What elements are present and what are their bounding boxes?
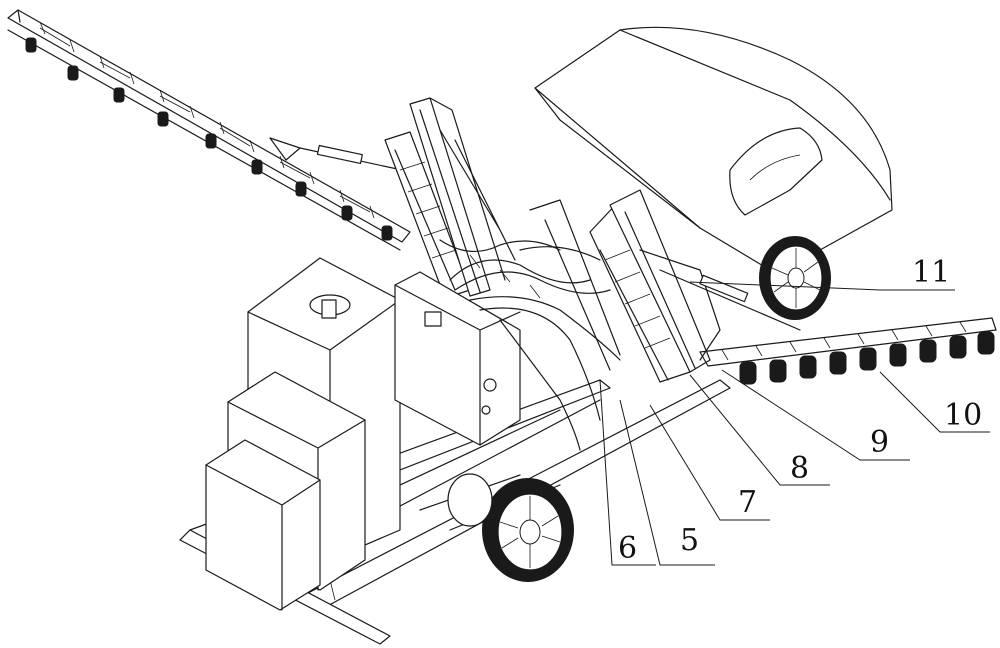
callout-11: 11 xyxy=(912,255,950,290)
left-boom-nozzles xyxy=(26,38,392,240)
callout-10: 10 xyxy=(944,398,982,433)
pump-housing xyxy=(395,272,520,445)
left-lift-mast xyxy=(385,98,515,298)
callout-5: 5 xyxy=(680,523,699,558)
cab-wheel xyxy=(759,236,831,320)
tractor-cab xyxy=(535,27,892,320)
callout-6: 6 xyxy=(618,531,637,566)
callout-7: 7 xyxy=(738,485,757,520)
callout-8: 8 xyxy=(790,451,809,486)
callout-9: 9 xyxy=(870,425,889,460)
right-boom-nozzles xyxy=(740,332,994,384)
left-spray-boom xyxy=(8,10,410,250)
